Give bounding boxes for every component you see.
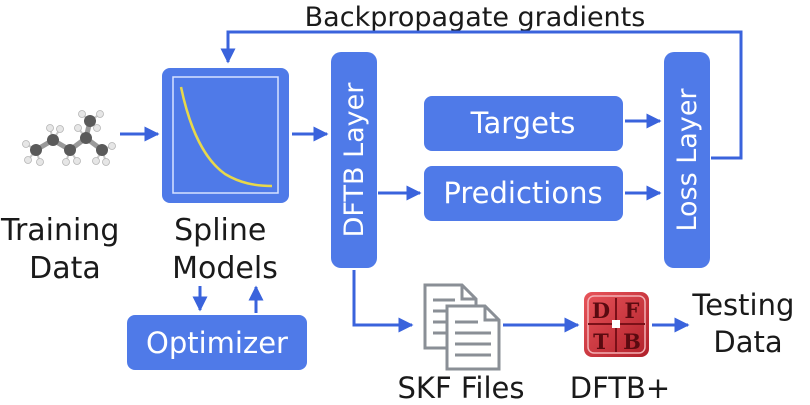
loss-layer-label: Loss Layer (672, 88, 703, 232)
testing-data-label: Testing Data (691, 288, 803, 359)
targets-label: Targets (470, 106, 576, 140)
predictions-box (424, 166, 623, 221)
skf-files-label: SKF Files (398, 371, 525, 405)
dftb-layer-label: DFTB Layer (339, 82, 370, 238)
dftb-layer-box (331, 52, 377, 268)
title-backpropagate: Backpropagate gradients (305, 2, 646, 33)
arrow-dftb-to-skf (352, 270, 414, 333)
svg-text:F: F (625, 298, 640, 323)
spline-curve (179, 86, 273, 188)
spline-models-box (162, 68, 289, 203)
molecule-icon (22, 110, 116, 166)
loss-layer-box (664, 52, 710, 268)
optimizer-label: Optimizer (146, 326, 288, 360)
svg-text:T: T (593, 329, 609, 354)
file-icon (423, 283, 501, 371)
dftb-logo-icon: D F T B (584, 292, 649, 357)
svg-text:D: D (592, 298, 610, 323)
dftb-plus-label: DFTB+ (570, 371, 670, 405)
spline-models-label: Spline Models (172, 213, 278, 286)
arrow-backpropagate (220, 30, 743, 160)
training-data-label: Training Data (0, 213, 129, 286)
svg-text:B: B (623, 329, 641, 354)
targets-box (424, 96, 623, 151)
predictions-label: Predictions (443, 176, 602, 210)
optimizer-box (127, 315, 307, 370)
